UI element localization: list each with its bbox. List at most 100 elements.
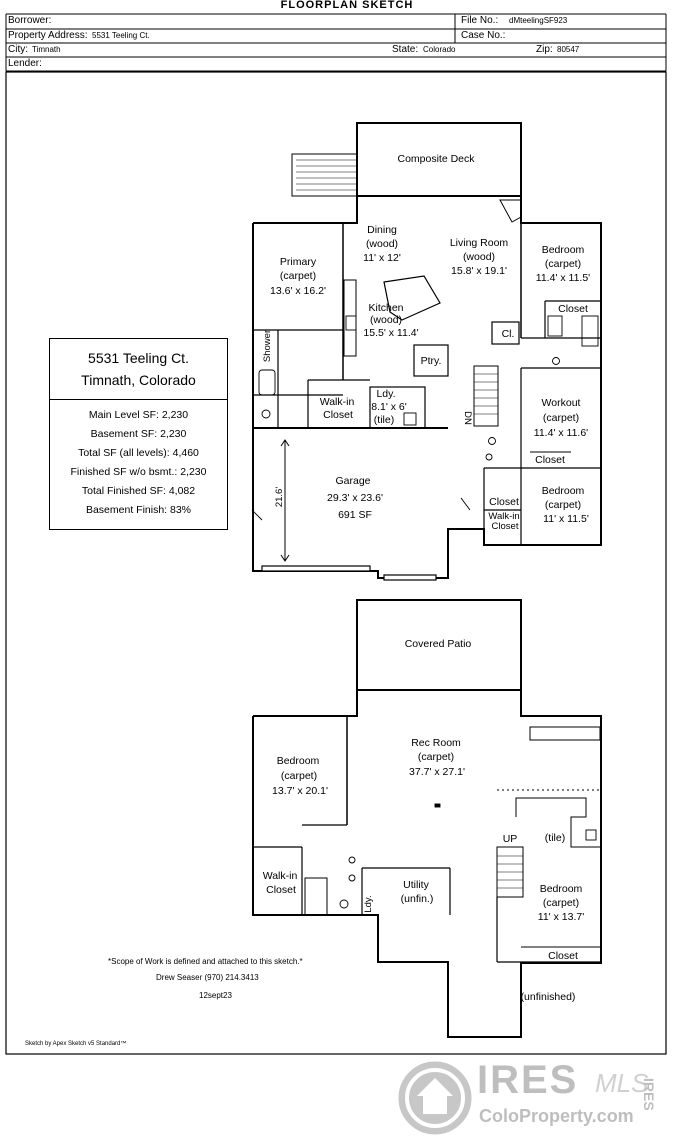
- garage-dimension-line: [280, 439, 290, 562]
- stat-finished-wo-bsmt: Finished SF w/o bsmt.: 2,230: [70, 466, 207, 478]
- rec-room-label-3: 37.7' x 27.1': [409, 766, 465, 778]
- main-fixtures: [251, 315, 599, 521]
- sheet-title: FLOORPLAN SKETCH: [280, 0, 414, 11]
- bedroom1-label-3: 11.4' x 11.5': [536, 272, 590, 284]
- living-label-1: Living Room: [450, 237, 509, 249]
- basement-bedroom1-label-2: (carpet): [281, 770, 317, 782]
- lender-label: Lender:: [8, 58, 42, 69]
- dining-label-3: 11' x 12': [363, 252, 401, 264]
- basement-walkin-label-1: Walk-in: [263, 870, 298, 882]
- closet1-label: Closet: [558, 303, 588, 315]
- composite-deck-label: Composite Deck: [397, 153, 475, 165]
- watermark-side: IRES: [641, 1078, 657, 1111]
- primary-label-1: Primary: [280, 256, 317, 268]
- watermark-mls: MLS: [595, 1068, 649, 1098]
- workout-label-3: 11.4' x 11.6': [534, 427, 588, 439]
- laundry-label-1: Ldy.: [376, 388, 395, 400]
- header-row-address: Property Address: 5531 Teeling Ct. Case …: [6, 29, 666, 43]
- stairs-dn-label: DN: [462, 411, 473, 425]
- utility-label-2: (unfin.): [401, 893, 434, 905]
- basement-bedroom2-label-2: (carpet): [543, 897, 579, 909]
- workout-label-2: (carpet): [543, 412, 579, 424]
- laundry-label-3: (tile): [374, 414, 394, 426]
- walkin2-label-1: Walk-in: [488, 511, 519, 522]
- watermark-site: ColoProperty.com: [479, 1106, 634, 1126]
- living-label-2: (wood): [463, 251, 495, 263]
- primary-label-2: (carpet): [280, 270, 316, 282]
- header-row-borrower: Borrower: File No.: dMteelingSF923: [6, 14, 666, 28]
- walkin-label-2: Closet: [323, 409, 353, 421]
- utility-label-1: Utility: [403, 879, 429, 891]
- basement-bedroom1-label-1: Bedroom: [277, 755, 320, 767]
- rec-room-label-1: Rec Room: [411, 737, 461, 749]
- kitchen-label-3: 15.5' x 11.4': [363, 327, 418, 339]
- dining-label-2: (wood): [366, 238, 398, 250]
- summary-city: Timnath, Colorado: [81, 372, 196, 388]
- garage-label-2: 29.3' x 23.6': [327, 492, 383, 504]
- stat-basement: Basement SF: 2,230: [90, 428, 187, 440]
- kitchen-label-1: Kitchen: [368, 302, 403, 314]
- zip-label: Zip:: [536, 44, 553, 55]
- garage-label-1: Garage: [335, 475, 370, 487]
- cl-label: Cl.: [502, 328, 515, 340]
- garage-label-3: 691 SF: [338, 509, 372, 521]
- city-value: Timnath: [32, 45, 61, 54]
- tile-label: (tile): [545, 832, 565, 844]
- stat-basement-finish: Basement Finish: 83%: [85, 504, 192, 516]
- header-row-lender: Lender:: [6, 57, 666, 71]
- dining-label-1: Dining: [367, 224, 397, 236]
- closet3-label: Closet: [489, 496, 519, 508]
- basement-stair-treads: [497, 855, 523, 889]
- bedroom1-label-1: Bedroom: [542, 244, 585, 256]
- stairs-up-label: UP: [503, 833, 518, 845]
- basement-closet-label: Closet: [548, 950, 578, 962]
- stat-total-finished: Total Finished SF: 4,082: [81, 485, 196, 497]
- address-value: 5531 Teeling Ct.: [92, 31, 150, 40]
- software-note: Sketch by Apex Sketch v5 Standard™: [25, 1041, 127, 1047]
- walkin2-label-2: Closet: [492, 521, 519, 532]
- basement-bedroom2-label-3: 11' x 13.7': [538, 911, 584, 923]
- garage-dimension-label: 21.6': [274, 487, 285, 507]
- scope-note: *Scope of Work is defined and attached t…: [108, 957, 303, 966]
- covered-patio-label: Covered Patio: [405, 638, 472, 650]
- stat-main-level: Main Level SF: 2,230: [88, 409, 189, 421]
- bedroom1-label-2: (carpet): [545, 258, 581, 270]
- shower-label: Shower: [262, 330, 273, 362]
- state-value: Colorado: [423, 45, 456, 54]
- zip-value: 80547: [557, 45, 580, 54]
- basement-bedroom2-label-1: Bedroom: [540, 883, 583, 895]
- summary-street: 5531 Teeling Ct.: [88, 350, 189, 366]
- address-label: Property Address:: [8, 30, 88, 41]
- pantry-label: Ptry.: [421, 355, 442, 367]
- basement-tile-dotted: [497, 789, 602, 847]
- walkin-label-1: Walk-in: [320, 396, 355, 408]
- basement-bedroom1-label-3: 13.7' x 20.1': [272, 785, 328, 797]
- borrower-label: Borrower:: [8, 15, 52, 26]
- garage-doors: [261, 565, 437, 581]
- case-no-label: Case No.:: [461, 30, 506, 41]
- workout-label-1: Workout: [542, 397, 581, 409]
- rec-room-label-2: (carpet): [418, 751, 454, 763]
- basement-fixtures: [339, 803, 597, 909]
- unfinished-label: (unfinished): [521, 991, 576, 1003]
- bedroom2-label-2: (carpet): [545, 499, 581, 511]
- file-no-value: dMteelingSF923: [509, 16, 568, 25]
- header-row-city: City: Timnath State: Colorado Zip: 80547: [6, 43, 666, 57]
- living-label-3: 15.8' x 19.1': [451, 265, 507, 277]
- basement-laundry-label: Ldy.: [363, 895, 374, 912]
- primary-label-3: 13.6' x 16.2': [270, 285, 326, 297]
- basement-walkin-label-2: Closet: [266, 884, 296, 896]
- date-note: 12sept23: [199, 991, 232, 1000]
- ires-watermark: IRES MLS ColoProperty.com IRES: [395, 1058, 694, 1142]
- bedroom2-label-1: Bedroom: [542, 485, 585, 497]
- laundry-label-2: 8.1' x 6': [371, 401, 407, 413]
- watermark-brand: IRES: [477, 1058, 579, 1102]
- ires-logo-icon: [395, 1058, 475, 1138]
- main-stair-treads: [296, 159, 498, 415]
- city-label: City:: [8, 44, 28, 55]
- header-lines: [5, 13, 667, 72]
- main-level-walls: [252, 122, 602, 579]
- kitchen-label-2: (wood): [370, 314, 402, 326]
